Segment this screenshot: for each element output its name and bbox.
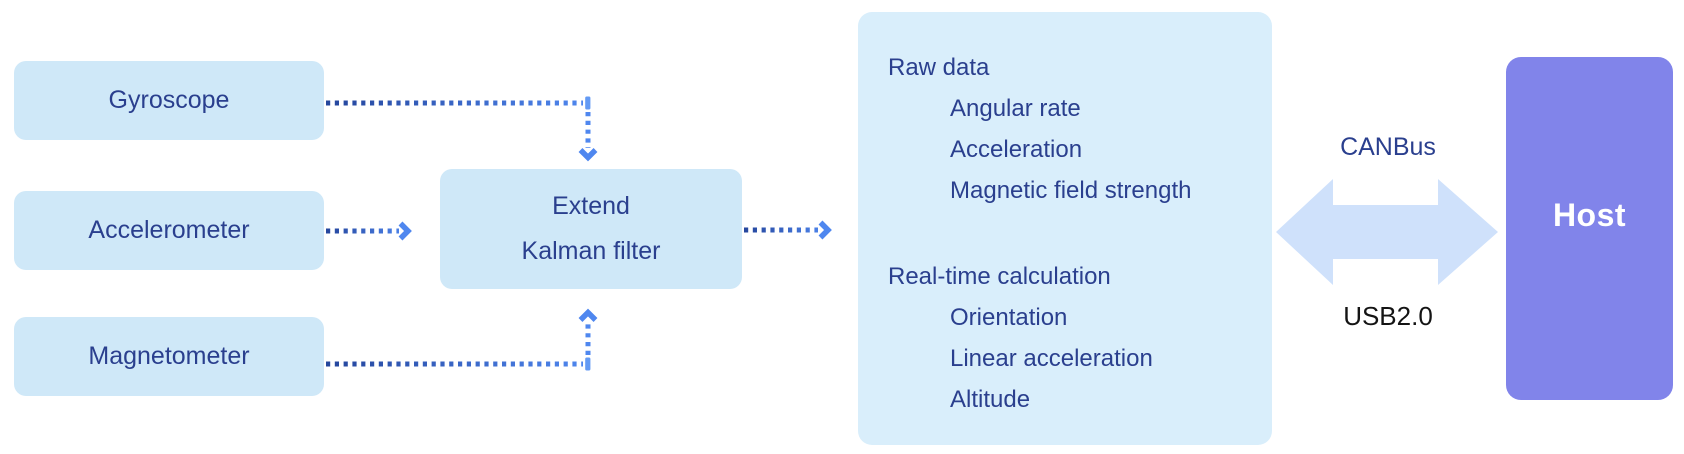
usb-label: USB2.0 xyxy=(1343,301,1433,331)
kalman-filter-line1: Extend xyxy=(552,192,630,220)
kalman-filter-line2: Kalman filter xyxy=(521,237,661,265)
double-arrow-icon xyxy=(1276,179,1498,285)
sensor-label: Magnetometer xyxy=(88,342,250,370)
elbow-cap xyxy=(585,96,591,110)
host-label: Host xyxy=(1552,197,1627,233)
sensor-box-accelerometer: Accelerometer xyxy=(14,191,324,270)
calculation-item: Orientation xyxy=(950,304,1068,331)
arrow-right-icon xyxy=(818,220,832,240)
canbus-label: CANBus xyxy=(1340,133,1436,161)
calculation-item: Altitude xyxy=(950,386,1031,413)
arrow-right-icon xyxy=(398,221,412,241)
arrow-down-icon xyxy=(578,148,598,162)
calculation-item: Linear acceleration xyxy=(950,345,1153,372)
arrow-up-icon xyxy=(578,308,598,322)
filter-to-panel-arrow xyxy=(744,220,832,240)
sensor-label: Accelerometer xyxy=(88,216,250,244)
kalman-filter-box: Extend Kalman filter xyxy=(440,169,742,289)
elbow-cap xyxy=(585,357,591,371)
raw-data-heading: Raw data xyxy=(888,54,990,81)
output-panel: Raw data Angular rate Acceleration Magne… xyxy=(858,12,1272,445)
sensor-label: Gyroscope xyxy=(108,86,230,114)
raw-data-item: Magnetic field strength xyxy=(950,177,1192,204)
raw-data-section: Raw data Angular rate Acceleration Magne… xyxy=(888,47,1252,211)
realtime-calculation-heading: Real-time calculation xyxy=(888,263,1111,290)
raw-data-item: Angular rate xyxy=(950,95,1081,122)
magnetometer-to-filter-arrow xyxy=(326,308,598,371)
host-box: Host xyxy=(1506,57,1673,400)
gyro-to-filter-arrow xyxy=(326,96,598,162)
sensor-box-gyroscope: Gyroscope xyxy=(14,61,324,140)
realtime-calculation-section: Real-time calculation Orientation Linear… xyxy=(888,256,1252,420)
accelerometer-to-filter-arrow xyxy=(326,221,412,241)
sensor-box-magnetometer: Magnetometer xyxy=(14,317,324,396)
raw-data-item: Acceleration xyxy=(950,136,1083,163)
